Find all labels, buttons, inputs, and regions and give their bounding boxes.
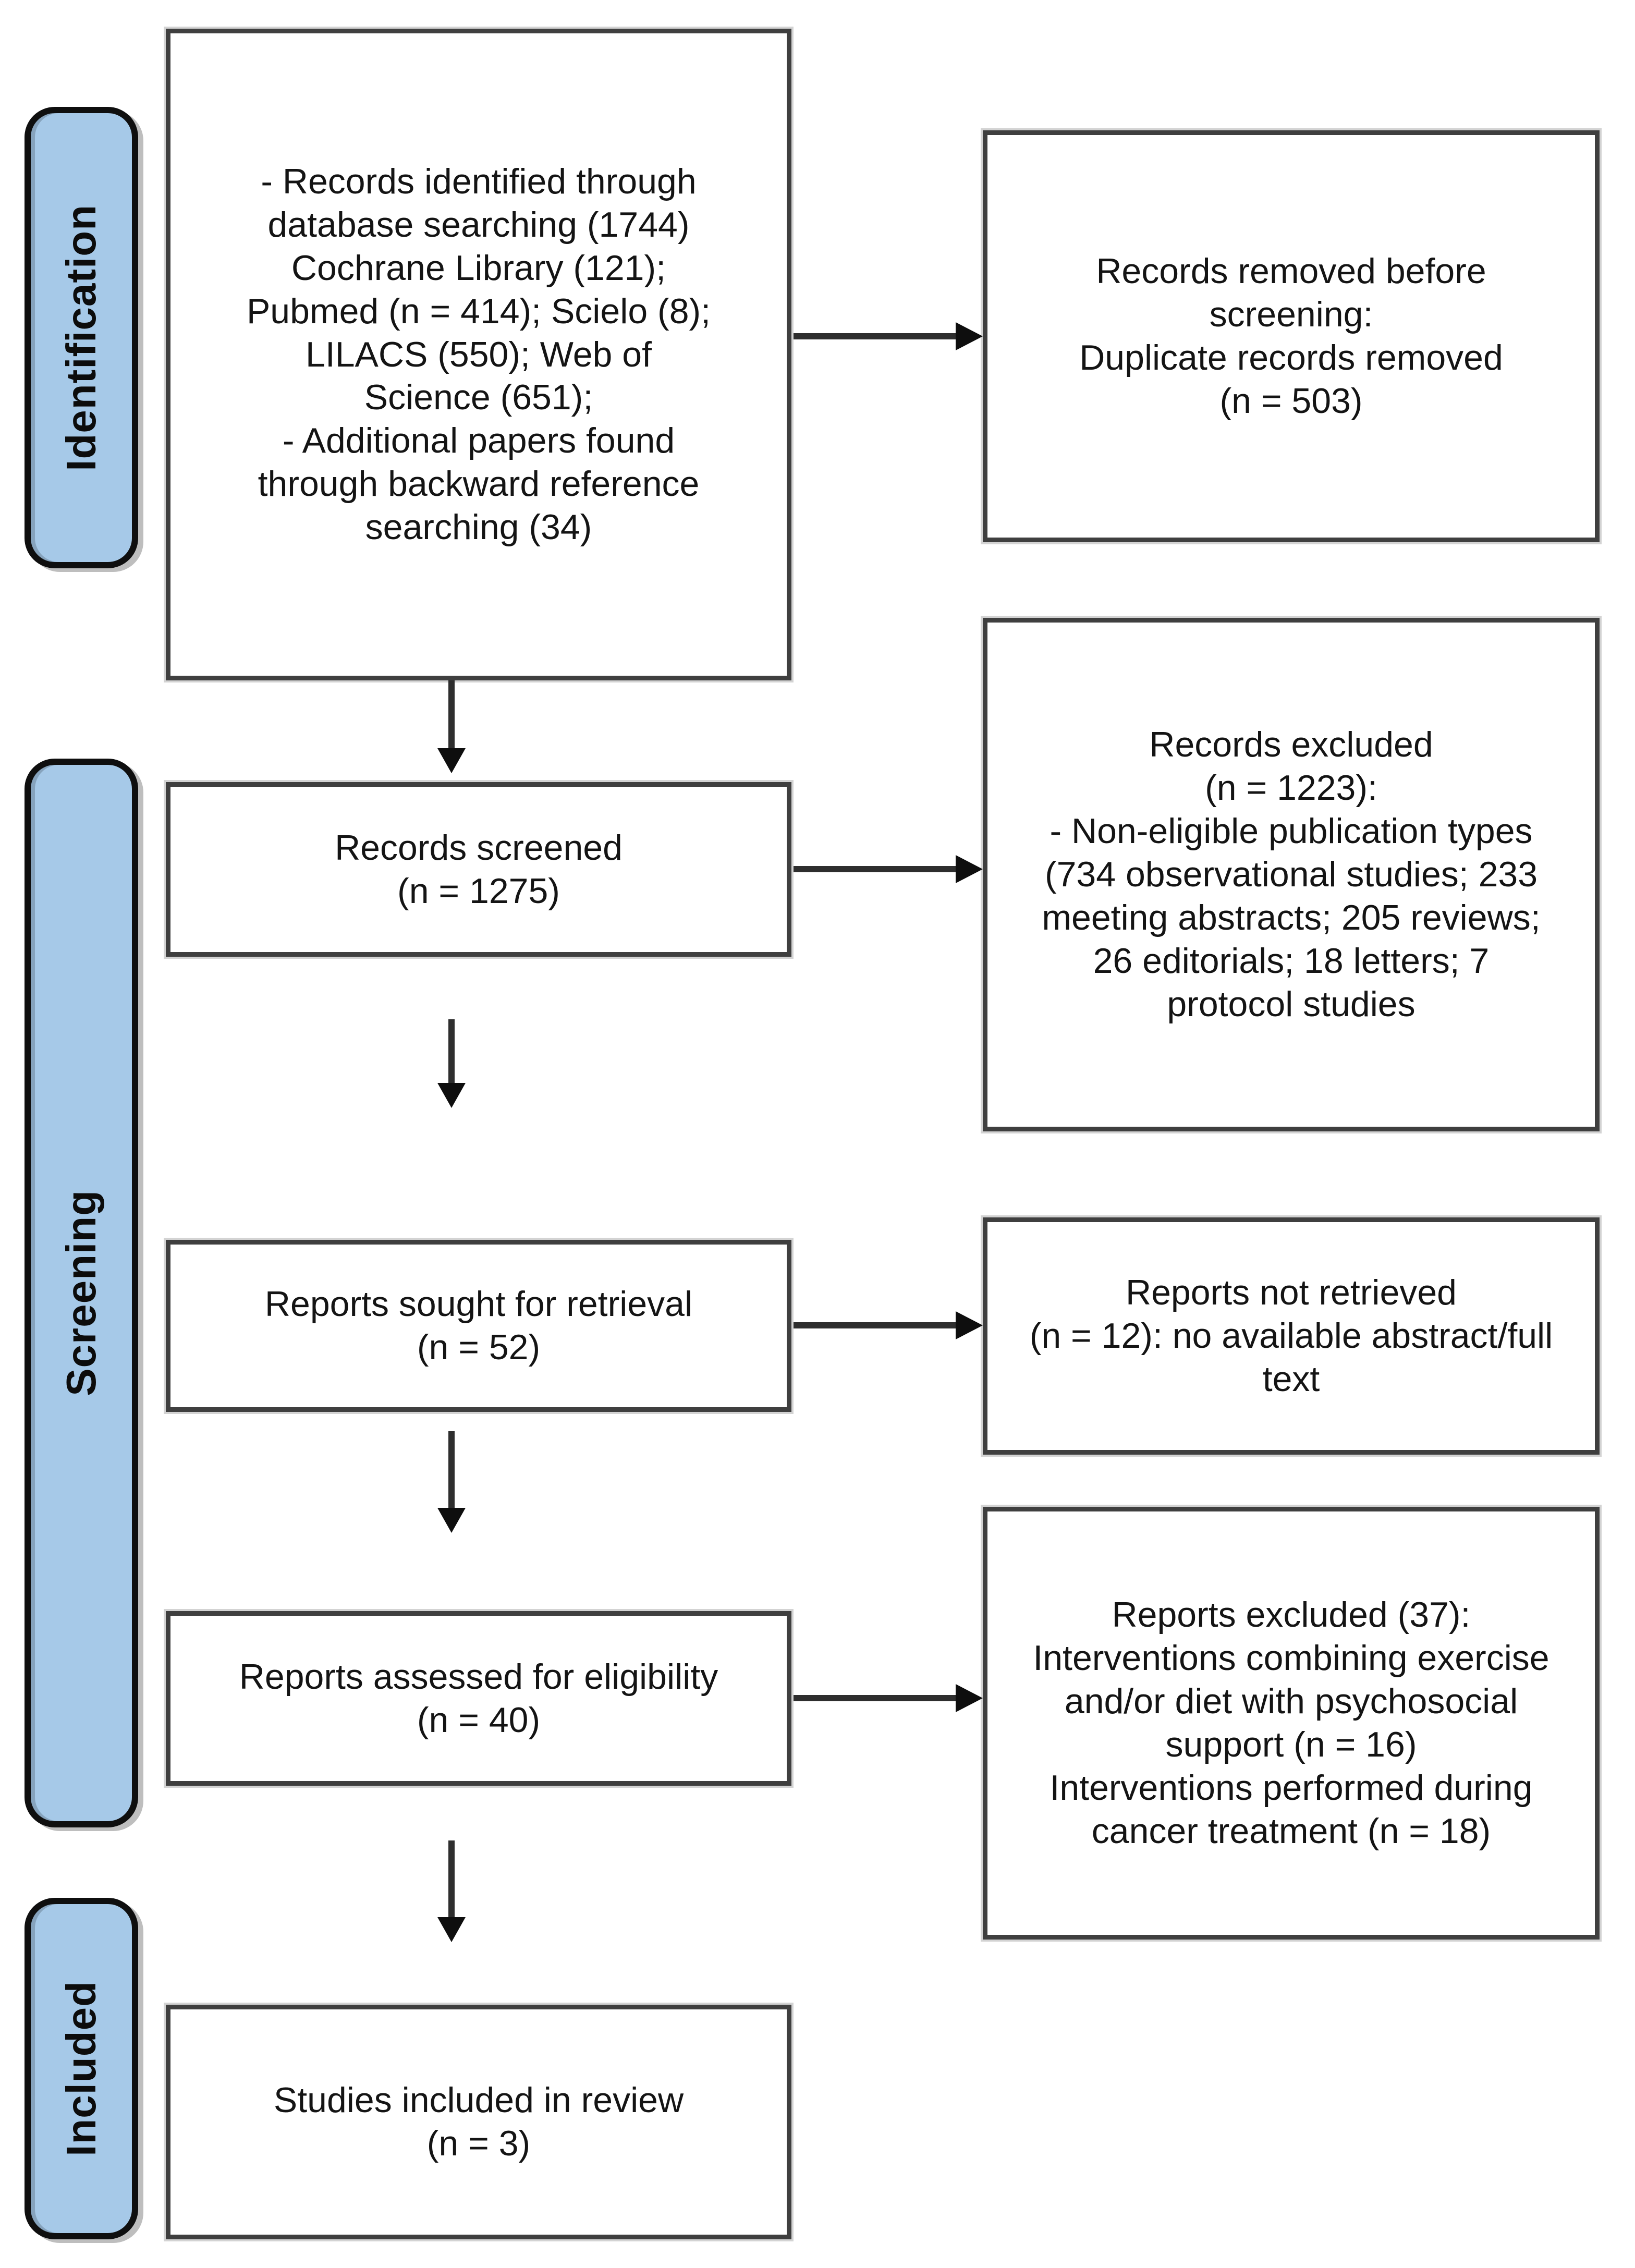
box-reports-sought-text: Reports sought for retrieval (n = 52)	[264, 1284, 693, 1367]
arrow-head-icon	[956, 1684, 983, 1712]
arrow-right-to-records-excluded-icon	[794, 855, 983, 883]
stage-screening: Screening	[25, 759, 138, 1827]
arrow-head-icon	[437, 1508, 466, 1533]
arrow-head-icon	[956, 322, 983, 350]
box-reports-excluded: Reports excluded (37): Interventions com…	[983, 1507, 1600, 1940]
stage-included-label: Included	[58, 1981, 104, 2156]
stage-included: Included	[25, 1898, 138, 2239]
arrow-down-screened-to-sought-icon	[437, 1019, 466, 1108]
box-reports-not-retrieved: Reports not retrieved (n = 12): no avail…	[983, 1217, 1600, 1455]
arrow-shaft	[794, 333, 959, 339]
arrow-shaft	[448, 1019, 455, 1085]
box-records-removed-text: Records removed before screening: Duplic…	[1079, 251, 1503, 421]
box-records-identified: - Records identified through database se…	[166, 29, 791, 680]
arrow-down-assessed-to-included-icon	[437, 1840, 466, 1942]
arrow-shaft	[448, 1840, 455, 1919]
box-reports-sought: Reports sought for retrieval (n = 52)	[166, 1240, 791, 1412]
arrow-shaft	[794, 1695, 959, 1701]
box-studies-included: Studies included in review (n = 3)	[166, 2005, 791, 2239]
arrow-shaft	[448, 680, 455, 750]
box-reports-not-retrieved-text: Reports not retrieved (n = 12): no avail…	[1029, 1273, 1553, 1399]
box-reports-assessed-text: Reports assessed for eligibility (n = 40…	[239, 1656, 718, 1740]
arrow-head-icon	[956, 855, 983, 883]
arrow-head-icon	[437, 1083, 466, 1108]
box-records-screened-text: Records screened (n = 1275)	[335, 827, 623, 911]
arrow-down-sought-to-assessed-icon	[437, 1431, 466, 1533]
box-records-removed-before-screening: Records removed before screening: Duplic…	[983, 130, 1600, 542]
arrow-right-to-reports-not-retrieved-icon	[794, 1311, 983, 1339]
arrow-down-identified-to-screened-icon	[437, 680, 466, 773]
stage-identification-label: Identification	[58, 204, 104, 471]
box-studies-included-text: Studies included in review (n = 3)	[273, 2080, 684, 2163]
arrow-head-icon	[437, 1917, 466, 1942]
box-records-excluded-text: Records excluded (n = 1223): - Non-eligi…	[1042, 725, 1541, 1024]
box-records-excluded: Records excluded (n = 1223): - Non-eligi…	[983, 618, 1600, 1131]
arrow-right-to-reports-excluded-icon	[794, 1684, 983, 1712]
stage-screening-label: Screening	[58, 1190, 104, 1396]
arrow-head-icon	[437, 748, 466, 773]
box-reports-excluded-text: Reports excluded (37): Interventions com…	[1033, 1595, 1549, 1851]
stage-identification: Identification	[25, 107, 138, 568]
arrow-shaft	[794, 1322, 959, 1328]
box-reports-assessed: Reports assessed for eligibility (n = 40…	[166, 1611, 791, 1786]
arrow-right-to-records-removed-icon	[794, 322, 983, 350]
box-records-identified-text: - Records identified through database se…	[246, 161, 711, 547]
box-records-screened: Records screened (n = 1275)	[166, 782, 791, 957]
arrow-shaft	[794, 866, 959, 872]
arrow-shaft	[448, 1431, 455, 1510]
arrow-head-icon	[956, 1311, 983, 1339]
